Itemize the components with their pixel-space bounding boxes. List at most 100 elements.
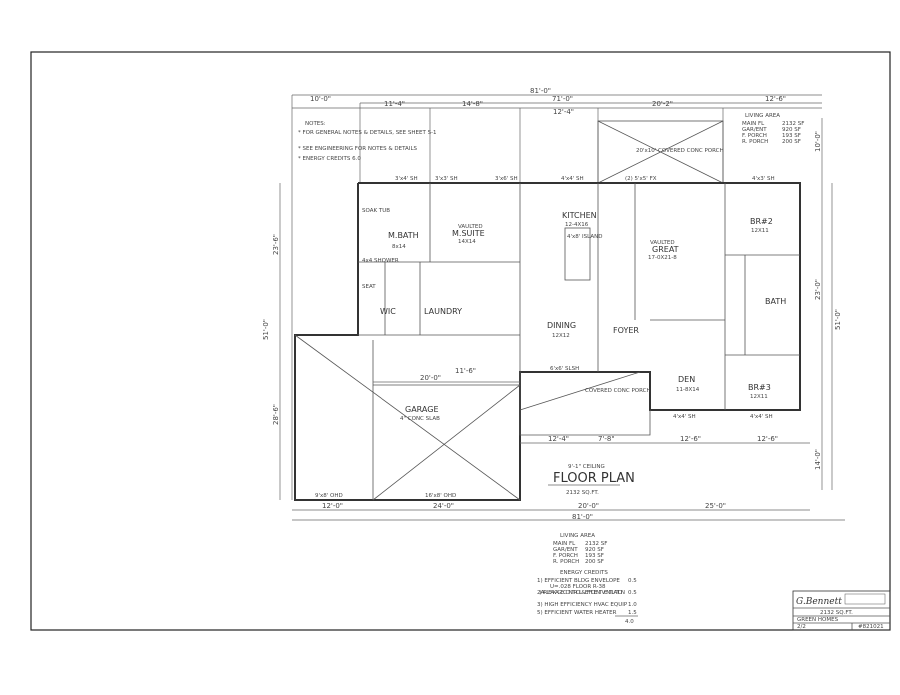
interior-walls [358,183,800,500]
room-bath: BATH [765,297,786,306]
plan-title: 9'-1" CEILING FLOOR PLAN 2132 SQ.FT. [548,464,635,496]
row-value: 1.5 [628,610,637,616]
dim-mid: 12'-4" [548,435,569,443]
room-msuite: M.SUITE [452,229,485,238]
exterior-walls [294,182,801,501]
row-label: GAR/ENT [742,127,767,133]
row-value: 920 SF [585,547,604,553]
window-tag: 16'x8' OHD [425,493,456,499]
dim-top: 11'-4" [384,100,405,108]
dim-overall-top: 81'-0" [530,87,551,95]
dim-top: 14'-8" [462,100,483,108]
window-tags: 3'x4' SH 3'x3' SH 3'x6' SH 4'x4' SH (2) … [315,176,775,499]
dim-bottom: 12'-0" [322,502,343,510]
sheet-number: 2/2 [797,624,806,630]
window-tag: 4'x4' SH [750,414,773,420]
row-value: 193 SF [585,553,604,559]
room-br3: BR#3 [748,383,771,392]
room-mbath: M.BATH [388,231,419,240]
dim-mid: 12'-6" [680,435,701,443]
dim-top: 71'-0" [552,95,573,103]
window-tag: 9'x8' OHD [315,493,343,499]
room-size: 12X12 [552,333,570,339]
room-dining: DINING [547,321,576,330]
energy-heading: ENERGY CREDITS [560,570,608,576]
note-item: * SEE ENGINEERING FOR NOTES & DETAILS [298,146,418,152]
room-msuite: VAULTED [458,224,483,230]
energy-credits: ENERGY CREDITS 1) EFFICIENT BLDG ENVELOP… [537,570,638,625]
dim-mid: 20'-0" [420,374,441,382]
room-great: VAULTED [650,240,675,246]
row-label: F. PORCH [742,133,767,139]
garage-note: 4" CONC SLAB [400,416,440,422]
dim-mid: 12'-6" [757,435,778,443]
dim-top: 20'-2" [652,100,673,108]
dim-left: 28'-6" [272,404,280,425]
dim-bottom: 81'-0" [572,513,593,521]
room-size: 11-8X14 [676,387,700,393]
room-wic: WIC [380,307,396,316]
row-value: 0.5 [628,578,637,584]
dim-top: 12'-6" [765,95,786,103]
row-value: 2132 SF [782,121,804,127]
dim-top: 12'-4" [553,108,574,116]
window-tag: 4'x4' SH [561,176,584,182]
dim-right: 14'-0" [814,449,822,470]
window-tag: 4'x4' SH [673,414,696,420]
shower-label: 4x4 SHOWER [362,258,399,264]
row-label: 5) EFFICIENT WATER HEATER [537,610,617,616]
title-block: G.Bennett 2132 SQ.FT. GREEN HOMES 2/2 #8… [792,590,891,631]
room-foyer: FOYER [613,326,639,335]
plan-area: 2132 SQ.FT. [566,490,599,496]
notes-heading: NOTES: [305,121,326,127]
plan-title-text: FLOOR PLAN [553,471,635,486]
row-value: 200 SF [585,559,604,565]
dim-right: 23'-0" [814,279,822,300]
row-label: GAR/ENT [553,547,578,553]
room-kitchen: KITCHEN [562,211,597,220]
notes: NOTES: * FOR GENERAL NOTES & DETAILS, SE… [298,121,437,162]
dim-top: 10'-0" [310,95,331,103]
row-label: F. PORCH [553,553,578,559]
signature: G.Bennett [796,597,842,607]
dim-right: 10'-0" [814,131,822,152]
room-br2: BR#2 [750,217,773,226]
row-value: 1.0 [628,602,637,608]
row-label: MAIN FL [742,121,765,127]
window-tag: (2) 5'x5' FX [625,176,657,182]
dim-left: 23'-6" [272,234,280,255]
room-size: 12X11 [750,394,768,400]
living-area-heading: LIVING AREA [560,533,595,539]
dim-mid: 7'-8" [598,435,615,443]
island-label: 4'x8' ISLAND [567,234,602,240]
room-size: 17-0X21-8 [648,255,677,261]
ceiling-note: 9'-1" CEILING [568,464,605,470]
title-block-area: 2132 SQ.FT. [820,610,853,616]
window-tag: 3'x6' SH [495,176,518,182]
bottom-dimensions: 12'-0" 24'-0" 20'-0" 25'-0" 81'-0" [292,502,845,521]
row-value: 193 SF [782,133,801,139]
note-item: * FOR GENERAL NOTES & DETAILS, SEE SHEET… [298,130,437,136]
dim-mid: 11'-6" [455,367,476,375]
room-labels: M.BATH 8x14 SOAK TUB 4x4 SHOWER SEAT VAU… [362,208,786,400]
title-block-client: GREEN HOMES [797,617,839,623]
room-size: 12-4X16 [565,222,589,228]
soak-tub-label: SOAK TUB [362,208,390,214]
row-value: 0.5 [628,590,637,596]
dim-bottom: 20'-0" [578,502,599,510]
dim-left: 51'-0" [262,319,270,340]
room-den: DEN [678,375,695,384]
row-value: 920 SF [782,127,801,133]
window-tag: 3'x3' SH [435,176,458,182]
company-logo [844,593,886,605]
row-label: R. PORCH [742,139,768,145]
mid-dimensions: 12'-4" 7'-8" 12'-6" 12'-6" 20'-0" 11'-6" [373,367,810,444]
job-number: #821021 [858,624,884,630]
rear-porch-label: 20'x10' COVERED CONC PORCH [636,148,724,154]
garage-label: GARAGE [405,405,439,414]
row-label: U=.028 FLOOR R-38 [550,584,606,590]
front-porch-label: COVERED CONC PORCH [585,388,651,394]
energy-total: 4.0 [625,619,634,625]
